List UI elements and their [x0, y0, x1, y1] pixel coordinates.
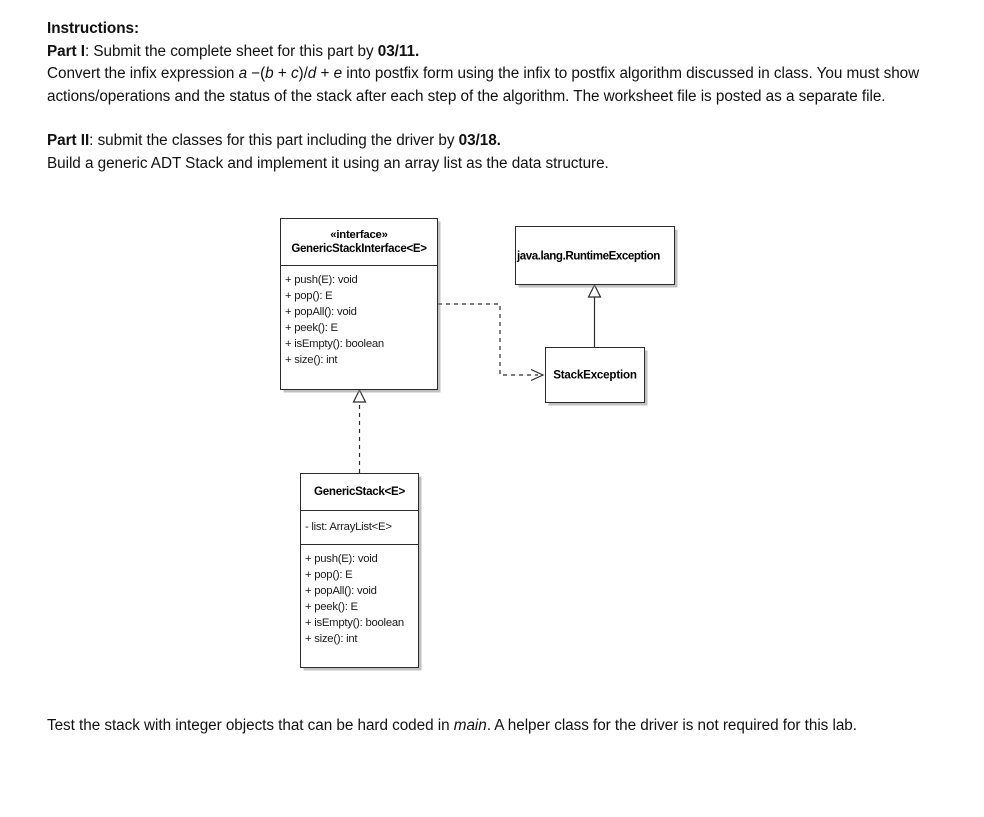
- closing-emphasis-main: main: [453, 717, 487, 734]
- expression-operator-plus2: +: [316, 65, 334, 82]
- part2-intro-text: : submit the classes for this part inclu…: [89, 132, 459, 149]
- stack-exception-name: StackException: [553, 368, 637, 382]
- part2-body: Build a generic ADT Stack and implement …: [47, 154, 609, 172]
- expression-variable-c: c: [290, 65, 299, 82]
- expression-operator-divide: )/: [298, 65, 308, 82]
- paragraph-spacer: [47, 108, 937, 130]
- closing-text: Test the stack with integer objects that…: [47, 715, 937, 738]
- method-row: + isEmpty(): boolean: [305, 617, 404, 629]
- closing-paragraph: Test the stack with integer objects that…: [47, 715, 937, 738]
- interface-name: GenericStackInterface<E>: [291, 243, 427, 255]
- interface-methods-compartment: + push(E): void + pop(): E + popAll(): v…: [281, 265, 437, 375]
- instructions-heading: Instructions:: [47, 20, 139, 37]
- expression-operator-plus: +: [273, 65, 291, 82]
- part1-intro-line: Part I: Submit the complete sheet for th…: [47, 41, 937, 64]
- expression-variable-a: a: [238, 65, 248, 82]
- method-row: + popAll(): void: [285, 306, 357, 318]
- generic-stack-attributes-compartment: - list: ArrayList<E>: [301, 510, 418, 544]
- part1-intro-text: : Submit the complete sheet for this par…: [84, 42, 378, 60]
- part1-body-pre: Convert the infix expression: [47, 65, 239, 82]
- expression-variable-d: d: [307, 65, 317, 82]
- attribute-row: - list: ArrayList<E>: [305, 521, 392, 533]
- dependency-connector: [438, 303, 545, 382]
- generic-stack-methods-compartment: + push(E): void + pop(): E + popAll(): v…: [301, 544, 418, 654]
- method-row: + pop(): E: [305, 569, 353, 581]
- uml-class-generic-stack: GenericStack<E> - list: ArrayList<E> + p…: [300, 473, 419, 668]
- runtime-exception-name: java.lang.RuntimeException: [517, 249, 660, 262]
- part1-body: Convert the infix expression a −(b + c)/…: [47, 63, 937, 108]
- method-row: + popAll(): void: [305, 585, 377, 597]
- generalization-connector: [587, 283, 602, 347]
- part1-label: Part I: [47, 42, 85, 60]
- closing-post: . A helper class for the driver is not r…: [486, 717, 857, 734]
- generic-stack-header: GenericStack<E>: [314, 485, 405, 498]
- method-row: + peek(): E: [305, 601, 358, 613]
- realization-connector: [352, 388, 367, 473]
- expression-variable-e: e: [333, 65, 343, 82]
- method-row: + peek(): E: [285, 322, 338, 334]
- part2-due-date: 03/18.: [458, 132, 501, 149]
- method-row: + size(): int: [305, 633, 358, 645]
- interface-stereotype: «interface»: [330, 229, 388, 241]
- uml-class-generic-stack-interface: «interface» GenericStackInterface<E> + p…: [280, 218, 438, 390]
- part1-due-date: 03/11.: [377, 42, 420, 60]
- expression-operator-minus: −(: [247, 65, 266, 82]
- instructions-document: Instructions: Part I: Submit the complet…: [47, 18, 937, 175]
- method-row: + size(): int: [285, 354, 338, 366]
- method-row: + push(E): void: [305, 553, 378, 565]
- uml-class-stackexception: StackException: [545, 347, 645, 403]
- method-row: + pop(): E: [285, 290, 333, 302]
- method-row: + push(E): void: [285, 274, 358, 286]
- part2-intro-line: Part II: submit the classes for this par…: [47, 130, 937, 153]
- interface-header: «interface» GenericStackInterface<E>: [281, 219, 437, 265]
- method-row: + isEmpty(): boolean: [285, 338, 384, 350]
- part1-body-post: into postfix form using the infix to pos…: [47, 65, 920, 105]
- expression-variable-b: b: [265, 65, 274, 82]
- closing-pre: Test the stack with integer objects that…: [47, 717, 454, 734]
- part2-label: Part II: [47, 132, 90, 149]
- uml-class-java-lang-runtimeexception: java.lang.RuntimeException: [515, 226, 675, 285]
